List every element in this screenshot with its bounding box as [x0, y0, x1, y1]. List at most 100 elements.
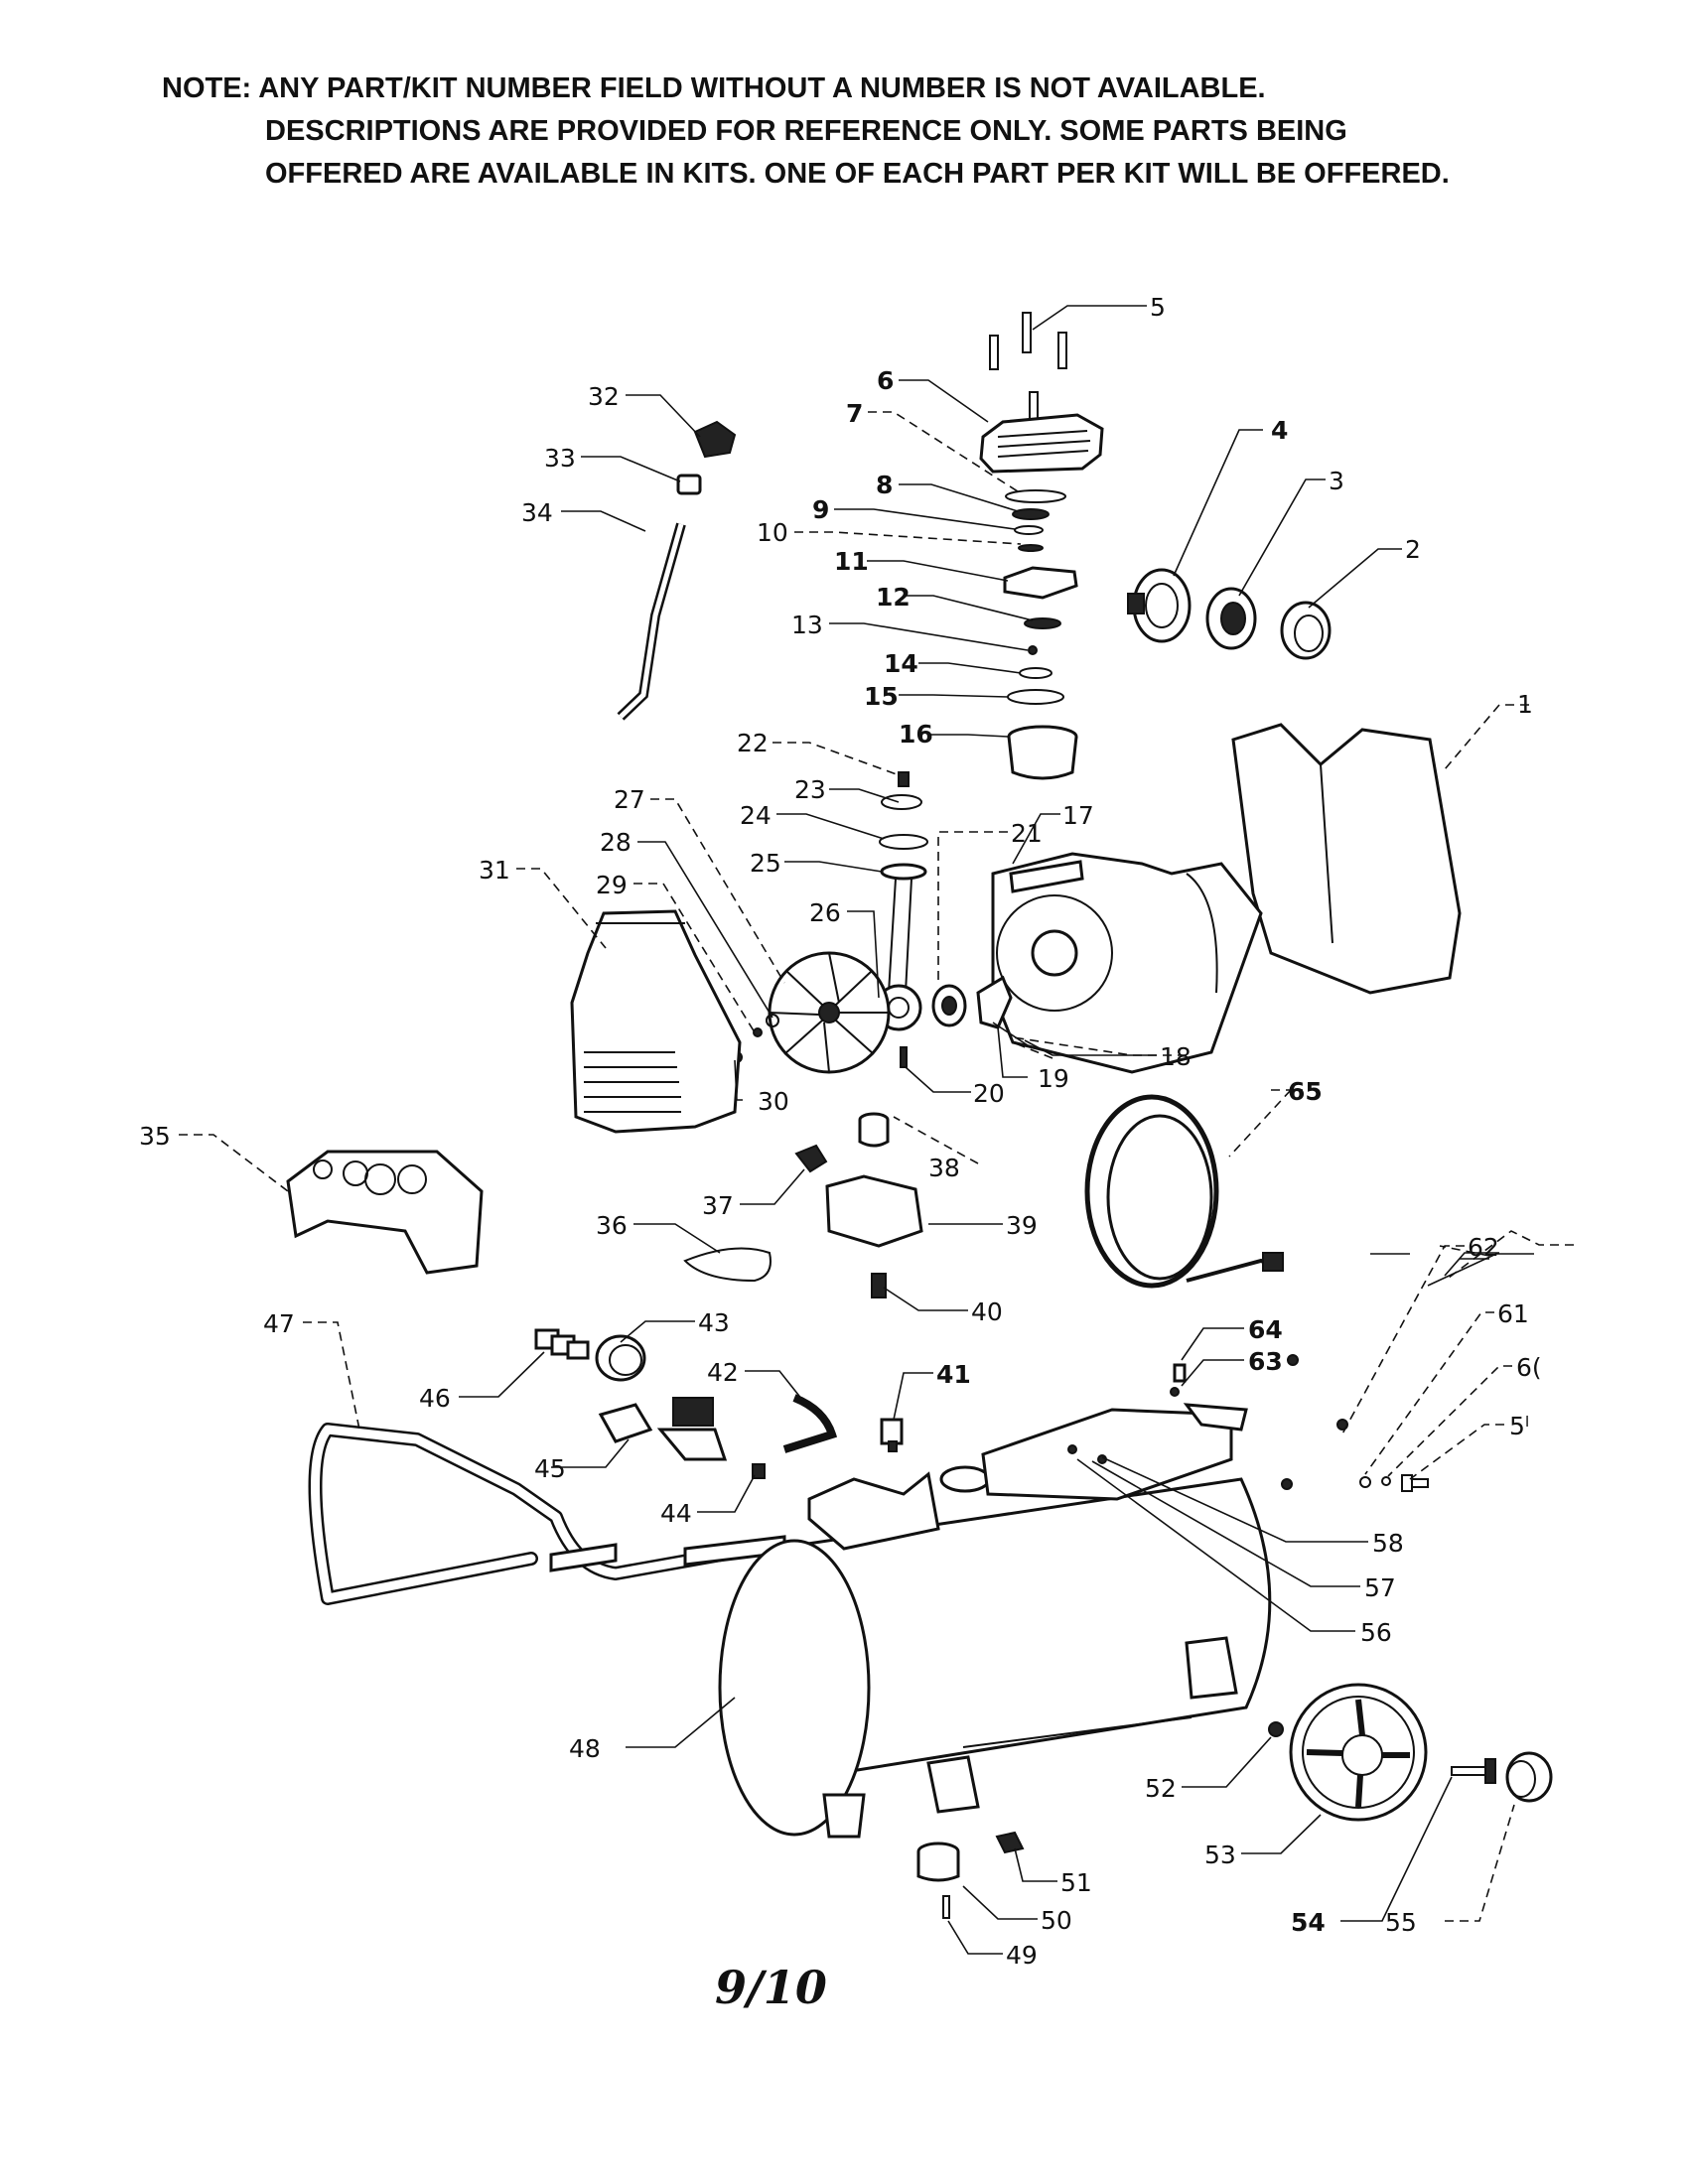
callout-56: 56: [1360, 1618, 1392, 1647]
bracket-washer: [1170, 1387, 1180, 1397]
motor-pump-assembly: [991, 852, 1263, 1074]
callout-39: 39: [1006, 1211, 1038, 1240]
cylinder-head: [979, 413, 1104, 474]
callout-59: 5ˡ: [1509, 1412, 1529, 1440]
callout-27: 27: [614, 785, 645, 814]
callout-54: 54: [1291, 1908, 1326, 1937]
callout-61: 61: [1497, 1299, 1529, 1328]
mount-lockwasher: [1381, 1476, 1391, 1486]
callout-49: 49: [1006, 1941, 1038, 1970]
motor-shroud: [1231, 723, 1462, 995]
quick-couplers: [534, 1328, 590, 1360]
axle-bolt: [1451, 1758, 1496, 1784]
note-line-1: NOTE: ANY PART/KIT NUMBER FIELD WITHOUT …: [162, 72, 1266, 104]
note-line-2: DESCRIPTIONS ARE PROVIDED FOR REFERENCE …: [265, 115, 1347, 147]
callout-2: 2: [1405, 535, 1421, 564]
regulator-assembly: [598, 1397, 728, 1461]
valve-washer: [1018, 544, 1044, 552]
street-elbow: [794, 1144, 828, 1173]
hub-cap: [1505, 1751, 1553, 1803]
mount-nut-c: [1281, 1478, 1293, 1490]
bracket-screw: [1173, 1363, 1187, 1383]
unloader-valve: [858, 1112, 890, 1148]
callout-40: 40: [971, 1297, 1003, 1326]
rubber-foot: [916, 1842, 960, 1882]
power-cord: [1084, 1094, 1284, 1289]
drain-fitting: [995, 1831, 1025, 1854]
fan-cover: [570, 909, 742, 1134]
compression-nut: [676, 474, 702, 495]
elbow-fitting: [693, 420, 737, 459]
callout-labels: 1 2 3 4 5 6 7 8 9 10 11 12 13 14 15 16 1…: [139, 293, 1542, 1970]
callout-34: 34: [521, 498, 553, 527]
callout-20: 20: [973, 1079, 1005, 1108]
callout-16: 16: [899, 720, 933, 749]
callout-58: 58: [1372, 1529, 1404, 1558]
disclaimer-note: NOTE: ANY PART/KIT NUMBER FIELD WITHOUT …: [162, 68, 1592, 196]
callout-52: 52: [1145, 1774, 1177, 1803]
outlet-gauge: [595, 1334, 646, 1382]
callout-57: 57: [1364, 1573, 1396, 1602]
mount-nut-b: [1336, 1419, 1348, 1431]
callout-11: 11: [834, 547, 869, 576]
callout-53: 53: [1204, 1841, 1236, 1869]
fan-washer: [766, 1014, 779, 1027]
valve-screw: [1028, 645, 1038, 655]
callout-3: 3: [1329, 467, 1344, 495]
callout-26: 26: [809, 898, 841, 927]
callout-43: 43: [698, 1308, 730, 1337]
callout-32: 32: [588, 382, 620, 411]
callout-44: 44: [660, 1499, 692, 1528]
callout-12: 12: [876, 583, 911, 612]
wheel: [1289, 1683, 1428, 1822]
callout-10: 10: [757, 518, 788, 547]
check-valve: [880, 1418, 904, 1452]
callout-4: 4: [1271, 416, 1288, 445]
callout-50: 50: [1041, 1906, 1072, 1935]
callout-51: 51: [1060, 1868, 1092, 1897]
callout-65: 65: [1288, 1077, 1323, 1106]
callout-14: 14: [884, 649, 918, 678]
head-gasket: [1005, 489, 1066, 503]
cooling-fan: [768, 951, 891, 1074]
fan-nut: [753, 1027, 763, 1037]
valve-plate: [1003, 566, 1078, 600]
piston-cup: [881, 794, 922, 810]
tank-saddle-rear: [807, 1471, 940, 1551]
motor-end-cap: [1127, 568, 1192, 643]
callout-9: 9: [812, 495, 829, 524]
bearing-retainer: [1280, 601, 1332, 660]
switch-gasket: [683, 1247, 772, 1283]
callout-41: 41: [936, 1360, 971, 1389]
tank-foot: [939, 1465, 991, 1493]
callout-22: 22: [737, 729, 769, 757]
callout-60: 6(: [1516, 1353, 1542, 1382]
callout-31: 31: [479, 856, 510, 885]
callout-42: 42: [707, 1358, 739, 1387]
callout-45: 45: [534, 1454, 566, 1483]
callout-7: 7: [846, 399, 863, 428]
callout-25: 25: [750, 849, 781, 878]
callout-55: 55: [1385, 1908, 1417, 1937]
mount-washer: [1359, 1476, 1371, 1488]
set-screw: [900, 1046, 908, 1068]
callout-35: 35: [139, 1122, 171, 1151]
callout-36: 36: [596, 1211, 628, 1240]
callout-17: 17: [1062, 801, 1094, 830]
callout-15: 15: [864, 682, 899, 711]
callout-48: 48: [569, 1734, 601, 1763]
mount-bolt: [1401, 1474, 1429, 1492]
page-number: 9/10: [715, 1961, 827, 2014]
callout-46: 46: [419, 1384, 451, 1413]
callout-30: 30: [758, 1087, 789, 1116]
air-tank: [718, 1477, 1272, 1839]
leader-lines: [179, 305, 1574, 1955]
cylinder-sleeve: [1007, 725, 1078, 780]
reed-valve-upper: [1012, 508, 1050, 520]
callout-21: 21: [1011, 819, 1043, 848]
drain-valve: [752, 1463, 766, 1479]
callout-63: 63: [1248, 1347, 1283, 1376]
callout-64: 64: [1248, 1315, 1283, 1344]
valve-keeper: [1014, 525, 1044, 535]
